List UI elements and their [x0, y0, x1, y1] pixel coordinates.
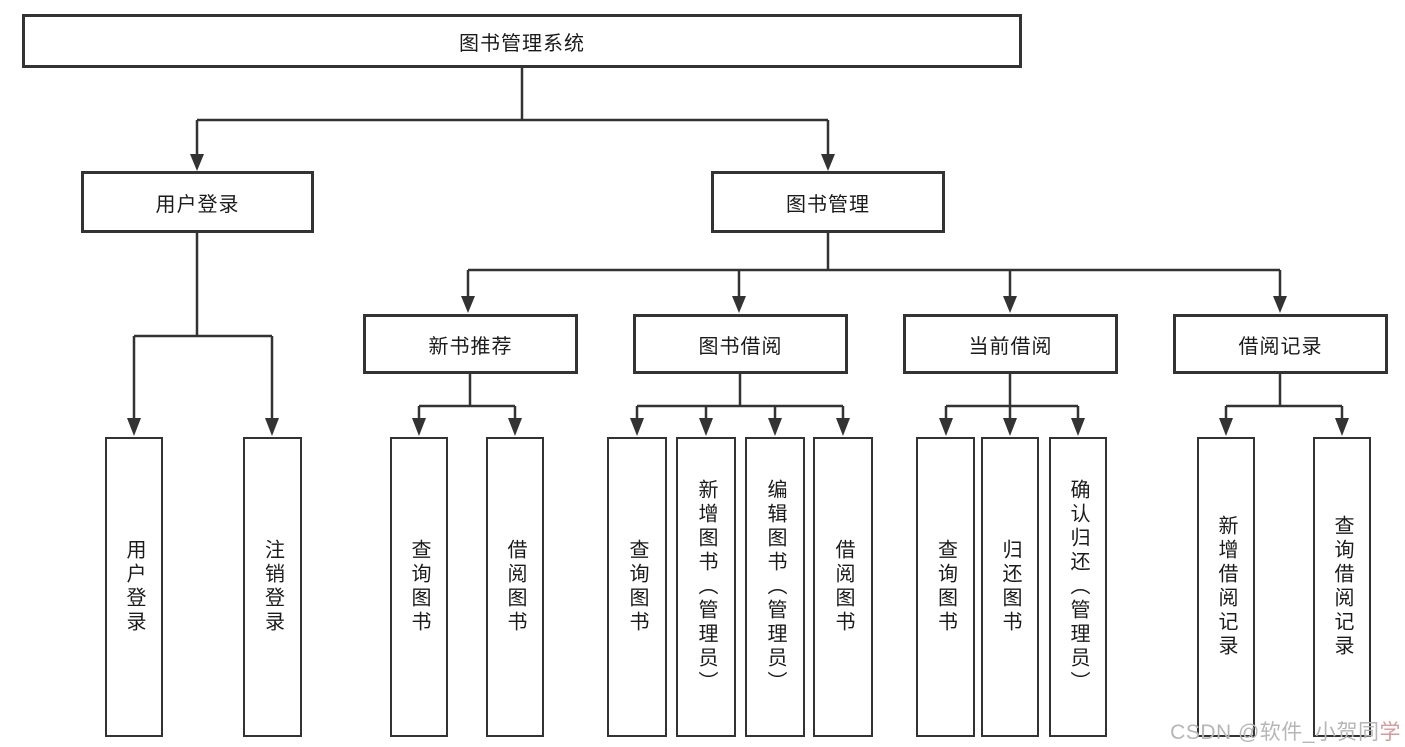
leaf-current-query-books: 查询图书 — [916, 437, 975, 737]
leaf-borrowing-edit-books-admin: 编辑图书（管理员） — [745, 437, 805, 737]
node-label: 归还图书 — [999, 539, 1021, 635]
node-label: 新增图书（管理员） — [695, 479, 717, 695]
leaf-recommend-borrow-books: 借阅图书 — [486, 437, 544, 737]
node-label: 注销登录 — [261, 539, 284, 635]
arrowhead-icons — [127, 154, 1349, 436]
leaf-records-query-record: 查询借阅记录 — [1313, 437, 1371, 737]
node-label: 编辑图书（管理员） — [764, 479, 786, 695]
node-new-book-recommend: 新书推荐 — [363, 314, 578, 374]
watermark-text: CSDN @软件_小贺同 — [1170, 721, 1380, 744]
leaf-current-confirm-return-admin: 确认归还（管理员） — [1049, 437, 1107, 737]
node-label: 查询图书 — [408, 539, 430, 635]
leaf-user-login: 用户登录 — [105, 437, 163, 737]
node-label: 用户登录 — [155, 193, 240, 216]
leaf-current-return-books: 归还图书 — [981, 437, 1039, 737]
leaf-logout: 注销登录 — [243, 437, 302, 737]
node-current-borrowing: 当前借阅 — [903, 314, 1118, 374]
leaf-recommend-query-books: 查询图书 — [390, 437, 448, 737]
leaf-records-add-record: 新增借阅记录 — [1197, 437, 1255, 737]
node-label: 确认归还（管理员） — [1067, 479, 1089, 695]
csdn-watermark: CSDN @软件_小贺同学 — [1170, 716, 1401, 746]
node-book-borrowing: 图书借阅 — [633, 314, 848, 374]
node-book-management: 图书管理 — [711, 171, 945, 233]
node-label: 用户登录 — [123, 539, 145, 635]
node-label: 借阅记录 — [1238, 335, 1323, 358]
node-label: 图书借阅 — [698, 335, 783, 358]
node-label: 新增借阅记录 — [1215, 515, 1237, 659]
node-label: 借阅图书 — [504, 539, 526, 635]
node-borrowing-records: 借阅记录 — [1173, 314, 1388, 374]
node-library-management-system: 图书管理系统 — [22, 14, 1022, 68]
leaf-borrowing-borrow-books: 借阅图书 — [813, 437, 873, 737]
node-label: 查询图书 — [934, 539, 957, 635]
watermark-accent: 学 — [1379, 721, 1401, 744]
node-label: 当前借阅 — [968, 335, 1053, 358]
node-label: 查询图书 — [626, 539, 648, 635]
node-user-login: 用户登录 — [81, 171, 314, 233]
node-label: 图书管理系统 — [459, 32, 585, 55]
leaf-borrowing-add-books-admin: 新增图书（管理员） — [676, 437, 736, 737]
leaf-borrowing-query-books: 查询图书 — [607, 437, 667, 737]
node-label: 查询借阅记录 — [1331, 515, 1353, 659]
node-label: 新书推荐 — [428, 335, 513, 358]
node-label: 借阅图书 — [832, 539, 854, 635]
node-label: 图书管理 — [786, 193, 870, 216]
